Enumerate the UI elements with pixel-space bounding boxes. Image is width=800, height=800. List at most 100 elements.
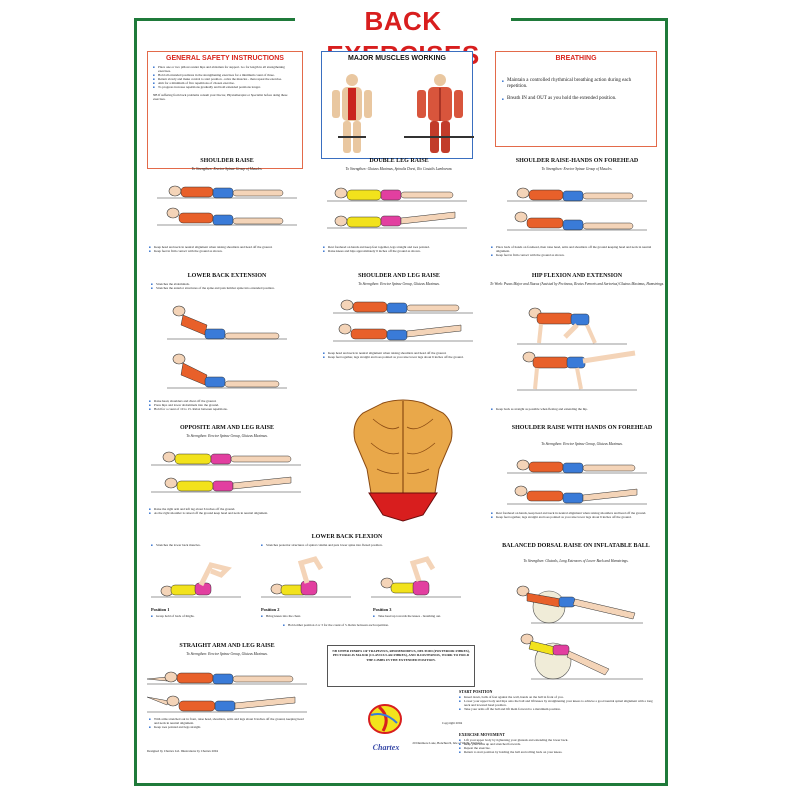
start-heading: START POSITION xyxy=(459,689,493,694)
prone-figure-2 xyxy=(507,211,647,231)
exercise-subtitle: To Strengthen: Erector Spinae Group, Glu… xyxy=(186,434,268,438)
exercise-intro: Stretches posterior structures of spinal… xyxy=(261,543,481,547)
exercise-notes: Hold either position 2 or 3 for the coun… xyxy=(283,623,493,627)
list-item: Raise knees and hips approximately 6 inc… xyxy=(323,249,483,253)
list-item: Kneel down, balls of feet against the wa… xyxy=(459,695,659,699)
prone-figure-2 xyxy=(157,207,297,226)
list-item: With arms stretched out in front, raise … xyxy=(149,717,309,725)
prone-figure-2 xyxy=(327,211,467,229)
list-item: Take head up towards the knees - breathi… xyxy=(373,614,483,618)
back-muscles-illustration xyxy=(353,399,453,522)
exercise-title: DOUBLE LEG RAISE xyxy=(369,158,429,164)
exercise-subtitle: To Work: Psoas Major and Iliacus (Assist… xyxy=(489,282,665,286)
list-item: Keep back as straight as possible when f… xyxy=(491,407,661,411)
exercise-notes: Raise the right arm and left leg about 6… xyxy=(149,507,309,515)
prone-figure-1 xyxy=(157,185,297,199)
list-item: Keep feet together, legs straight and to… xyxy=(323,355,483,359)
exercise-notes: Raise head, shoulders and chest off the … xyxy=(149,399,309,411)
list-item: Keep head and neck in neutral alignment … xyxy=(149,245,309,249)
list-item: Hold either position 2 or 3 for the coun… xyxy=(283,623,493,627)
exercise-title: HIP FLEXION AND EXTENSION xyxy=(531,273,623,279)
breathing-list: Maintain a controlled rhythmical breathi… xyxy=(502,78,650,102)
list-item: Breath IN and OUT as you hold the extend… xyxy=(502,96,650,102)
list-item: Place one or two pillows under hips and … xyxy=(153,65,297,73)
list-item: Place back of hands on forehead, then ra… xyxy=(491,245,661,253)
ball-figure-1 xyxy=(516,585,643,624)
figure-straight-arm-leg xyxy=(146,671,307,713)
figure-double-leg-raise xyxy=(327,187,467,229)
list-item: Keep feet together, legs straight and to… xyxy=(491,515,661,519)
list-item: Repeat the exercise. xyxy=(459,746,659,750)
safety-heading: GENERAL SAFETY INSTRUCTIONS xyxy=(166,55,284,62)
safety-nb: NB If suffering from back problems consu… xyxy=(153,92,288,101)
list-item: Return slowly and make control to start … xyxy=(153,77,297,81)
list-item: Stretches the lower back muscles. xyxy=(151,543,257,547)
safety-box: GENERAL SAFETY INSTRUCTIONS Place one or… xyxy=(147,51,303,169)
exercise-notes: Grasp hold of back of thighs. xyxy=(151,614,251,618)
credits: Designed by Chartex Ltd. Illustrations b… xyxy=(147,749,218,753)
list-item: Aim for a minimum of five repetitions of… xyxy=(153,81,297,85)
muscle-figure-right xyxy=(404,74,474,153)
muscles-box: MAJOR MUSCLES WORKING xyxy=(321,51,474,159)
exercise-title: BALANCED DORSAL RAISE ON INFLATABLE BALL xyxy=(502,543,650,549)
figure-lower-back-flexion xyxy=(151,556,461,598)
list-item: Take your arms off the ball and lift the… xyxy=(459,707,659,711)
position-label: Position 2 xyxy=(261,607,280,612)
exercise-title: OPPOSITE ARM AND LEG RAISE xyxy=(179,425,275,431)
list-item: Grasp hold of back of thighs. xyxy=(151,614,251,618)
poster: BACK EXERCISES GENERAL SAFETY INSTRUCTIO… xyxy=(134,4,668,786)
movement-heading: EXERCISE MOVEMENT xyxy=(459,732,505,737)
prone-figure-2 xyxy=(333,323,473,342)
exercise-subtitle: To Strengthen: Erector Spinae Group of M… xyxy=(191,167,263,171)
list-item: Raise the right arm and left leg about 6… xyxy=(149,507,309,511)
prone-figure-2 xyxy=(507,485,647,505)
prone-figure-1 xyxy=(151,451,301,466)
exercise-intro: Stretches the lower back muscles. xyxy=(151,543,257,547)
extension-figure-2 xyxy=(167,353,287,389)
figure-hip-flexion-extension xyxy=(517,307,637,391)
exercise-notes: Keep head and neck in neutral alignment … xyxy=(149,245,309,253)
list-item: Lift your upper body by tightening your … xyxy=(459,738,659,742)
prone-figure-1 xyxy=(507,187,647,202)
list-item: Return to start position by holding the … xyxy=(459,750,659,754)
muscle-figure-left xyxy=(332,74,372,153)
figure-shoulder-raise-hands-forehead xyxy=(507,459,647,505)
nb-text: NB UPPER FIBRES OF TRAPEZIUS, RHOMBOIDEU… xyxy=(332,649,470,662)
exercise-notes: With arms stretched out in front, raise … xyxy=(149,717,309,729)
copyright: Copyright 2004 xyxy=(441,721,463,725)
list-item: Keep feet in firm contact with the groun… xyxy=(149,249,309,253)
list-item: Stretches the abdominals. xyxy=(151,282,307,286)
list-item: Rest forehead on hands, keep head and ne… xyxy=(491,511,661,515)
address: 20 Dunmore Lane, Bonchurch, Isle of Wigh… xyxy=(412,741,482,745)
list-item: Stretches the anterior structures of the… xyxy=(151,286,307,290)
muscles-heading: MAJOR MUSCLES WORKING xyxy=(348,55,446,62)
nb-box: NB UPPER FIBRES OF TRAPEZIUS, RHOMBOIDEU… xyxy=(327,645,475,687)
exercise-notes: Keep head and neck in neutral alignment … xyxy=(323,351,483,359)
exercise-title: LOWER BACK FLEXION xyxy=(311,534,383,540)
brand-name: Chartex xyxy=(372,743,400,752)
exercise-title: SHOULDER AND LEG RAISE xyxy=(358,273,440,279)
exercise-notes: Take head up towards the knees - breathi… xyxy=(373,614,483,618)
exercise-title: LOWER BACK EXTENSION xyxy=(187,273,267,279)
list-item: Keep feet in firm contact with the groun… xyxy=(491,253,661,257)
exercise-subtitle: To Strengthen: Erector Spinae Group, Glu… xyxy=(358,282,440,286)
exercise-title: SHOULDER RAISE WITH HANDS ON FOREHEAD xyxy=(511,425,653,431)
breathing-box: BREATHING Maintain a controlled rhythmic… xyxy=(495,51,657,147)
chartex-logo xyxy=(368,704,402,734)
all-fours-figure-1 xyxy=(517,307,627,345)
prone-figure-2 xyxy=(151,476,301,493)
figure-ball-raise xyxy=(516,585,643,680)
figure-lower-back-extension xyxy=(167,305,287,389)
prone-figure-1 xyxy=(333,299,473,314)
prone-figure-1 xyxy=(146,671,307,685)
list-item: Lower your upper body and hips onto the … xyxy=(459,699,659,707)
list-item: Press hips and lower abdominals into the… xyxy=(149,403,309,407)
position-label: Position 3 xyxy=(373,607,392,612)
list-item: Hold for a count of 10 to 15. Relax betw… xyxy=(149,407,309,411)
list-item: Maintain a controlled rhythmical breathi… xyxy=(502,78,650,90)
exercise-subtitle: To Strengthen: Gluteals, Long Extensors … xyxy=(523,559,629,563)
safety-list: Place one or two pillows under hips and … xyxy=(153,65,297,90)
exercise-notes: Bring knees into the chest. xyxy=(261,614,361,618)
exercise-title: SHOULDER RAISE xyxy=(200,158,254,164)
exercise-notes: Keep back as straight as possible when f… xyxy=(491,407,661,411)
